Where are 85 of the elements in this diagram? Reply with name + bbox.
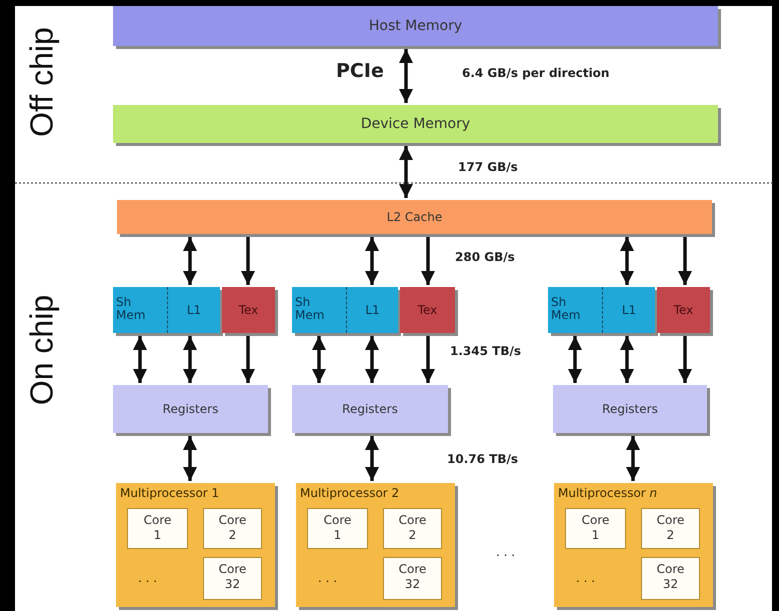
arrow — [133, 336, 147, 383]
node-label: Core 2 — [398, 513, 426, 543]
arrow — [365, 436, 379, 481]
shared-memory-box — [548, 287, 602, 333]
arrow — [241, 237, 255, 285]
node-label: Core 1 — [324, 513, 352, 543]
multiprocessor-box — [296, 483, 455, 607]
registers-box — [113, 385, 268, 433]
node-label: Registers — [601, 402, 659, 416]
l1-cache-box — [346, 287, 398, 333]
node-label: Registers — [341, 402, 399, 416]
core-box — [383, 508, 442, 549]
node-label: Tex — [672, 303, 694, 317]
arrow — [421, 237, 435, 285]
node-label: Core 1 — [144, 513, 172, 543]
node-label: Device Memory — [360, 116, 472, 132]
core-box — [641, 508, 700, 549]
node-label: Sh Mem — [295, 296, 324, 322]
arrow — [568, 336, 582, 383]
core-box — [203, 557, 262, 600]
node-label: Tex — [416, 303, 438, 317]
ellipsis-text: . . . — [576, 571, 596, 585]
multiprocessor-box — [554, 483, 713, 607]
arrow — [620, 336, 634, 383]
node-label: Core 1 — [582, 513, 610, 543]
registers-box — [292, 385, 448, 433]
node-label: Host Memory — [368, 18, 464, 34]
node-label: Tex — [238, 303, 260, 317]
node-label: Sh Mem — [116, 296, 146, 322]
l1-cache-box — [167, 287, 220, 333]
node-label: L1 — [620, 303, 638, 317]
texture-cache-box — [222, 287, 275, 333]
node-label: Core 2 — [656, 513, 684, 543]
core-box — [127, 508, 188, 549]
memory-box — [117, 200, 712, 234]
node-label: Core 32 — [398, 562, 426, 592]
node-label: Sh Mem — [551, 296, 580, 322]
node-label: Core 32 — [218, 562, 246, 592]
core-box — [307, 508, 368, 549]
arrow — [678, 336, 692, 383]
section-label: On chip — [24, 294, 60, 406]
node-label: L1 — [364, 303, 381, 317]
arrow — [312, 336, 326, 383]
core-box — [565, 508, 626, 549]
arrow — [183, 237, 197, 285]
texture-cache-box — [657, 287, 710, 333]
bandwidth-label: 280 GB/s — [455, 250, 515, 264]
arrow — [421, 336, 435, 383]
core-box — [383, 557, 442, 600]
node-label: L2 Cache — [386, 210, 444, 224]
texture-cache-box — [400, 287, 455, 333]
bandwidth-label: 6.4 GB/s per direction — [462, 66, 610, 80]
multiprocessor-box — [116, 483, 275, 607]
node-label: L1 — [186, 303, 202, 317]
arrow — [241, 336, 255, 383]
arrow — [626, 436, 640, 481]
ellipsis-text: . . . — [318, 571, 338, 585]
memory-box — [113, 105, 718, 143]
bandwidth-label: 1.345 TB/s — [450, 344, 521, 358]
arrow — [183, 436, 197, 481]
shared-memory-box — [292, 287, 346, 333]
node-label: Multiprocessor 2 — [300, 486, 400, 500]
arrow — [399, 49, 413, 103]
arrow — [678, 237, 692, 285]
section-label: Off chip — [24, 27, 60, 137]
core-box — [203, 508, 262, 549]
node-label: Multiprocessor n — [558, 486, 658, 500]
arrow — [365, 336, 379, 383]
node-label: Core 32 — [656, 562, 684, 592]
node-label: Registers — [162, 402, 220, 416]
bandwidth-label: 177 GB/s — [458, 160, 518, 174]
registers-box — [553, 385, 707, 433]
node-label: Multiprocessor 1 — [120, 486, 220, 500]
node-label: Core 2 — [218, 513, 246, 543]
arrow — [620, 237, 634, 285]
shared-memory-box — [113, 287, 167, 333]
core-box — [641, 557, 700, 600]
ellipsis-text: . . . — [496, 545, 516, 559]
arrow — [399, 146, 413, 198]
memory-box — [113, 6, 718, 46]
arrow — [183, 336, 197, 383]
arrow — [365, 237, 379, 285]
ellipsis-text: . . . — [138, 571, 158, 585]
l1-cache-box — [602, 287, 655, 333]
bandwidth-label: 10.76 TB/s — [447, 452, 518, 466]
